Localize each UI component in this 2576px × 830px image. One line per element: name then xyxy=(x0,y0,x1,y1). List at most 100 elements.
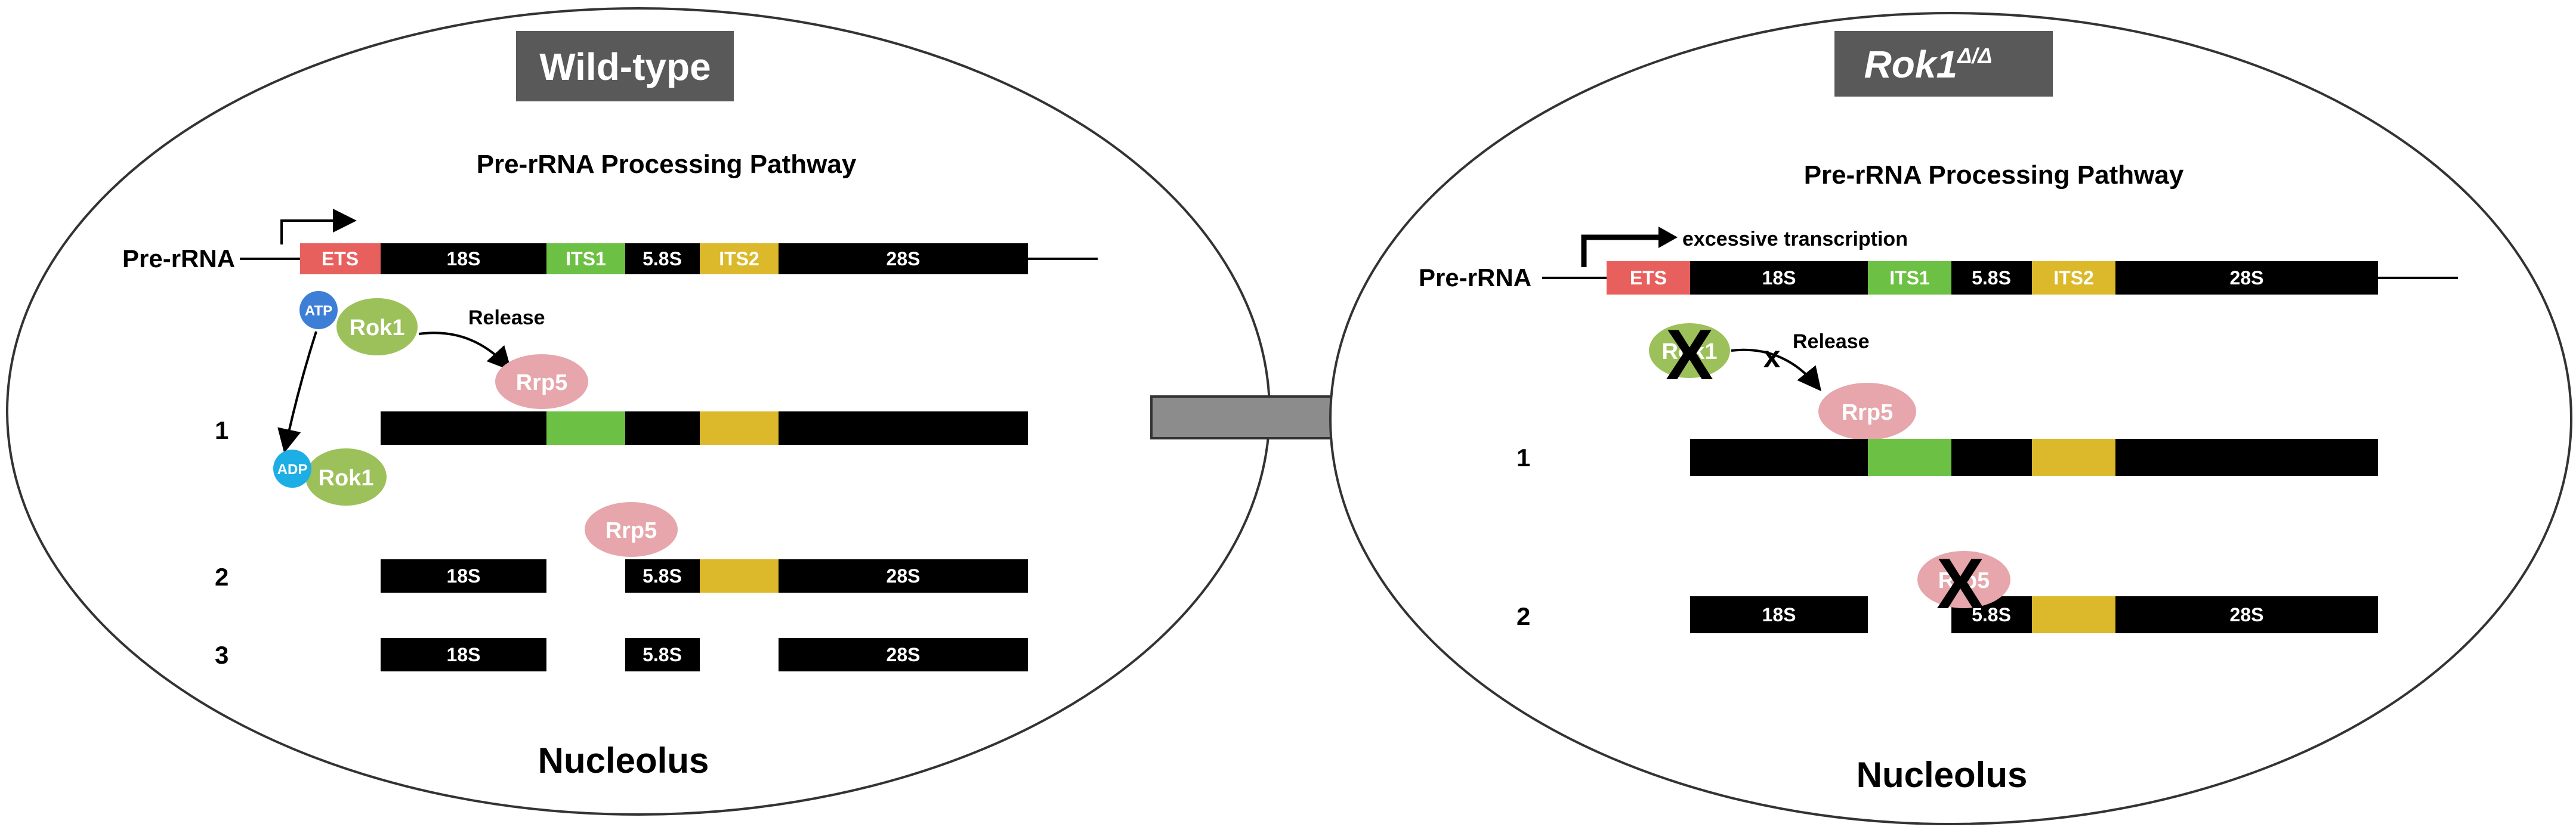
left-step2-28s xyxy=(779,559,1028,593)
left-step2-18s xyxy=(381,559,546,593)
right-58s-label: 5.8S xyxy=(1972,267,2011,289)
right-promoter-arrow xyxy=(1581,234,1658,267)
left-mature-rnas: 18S 5.8S 28S xyxy=(381,638,1028,671)
left-ets-segment xyxy=(300,243,381,274)
left-mature-28s xyxy=(779,638,1028,671)
right-step2-58s-label: 5.8S xyxy=(1972,604,2011,625)
right-58s-segment xyxy=(1951,261,2032,295)
right-nucleolus-label: Nucleolus xyxy=(1857,755,2028,795)
left-its1-label: ITS1 xyxy=(566,248,606,270)
left-step2-58s xyxy=(625,559,700,593)
left-rrp5-released-protein xyxy=(495,354,588,409)
right-its1-label: ITS1 xyxy=(1889,267,1930,289)
left-rrp5-bound-protein xyxy=(585,502,678,557)
left-mature-18s-label: 18S xyxy=(447,644,481,665)
right-pathway-heading: Pre-rRNA Processing Pathway xyxy=(1804,160,2184,190)
left-adp-molecule xyxy=(273,450,311,488)
left-its2-segment xyxy=(700,243,779,274)
right-rok1-deletion-mark: X xyxy=(1666,315,1713,395)
left-rok1-atp-protein xyxy=(336,298,418,355)
right-intermediate-1 xyxy=(1690,439,2378,476)
left-intermediate-2: 18S 5.8S 28S xyxy=(381,559,1028,593)
right-its2-label: ITS2 xyxy=(2053,267,2094,289)
mutant-badge xyxy=(1834,31,2053,97)
mutant-badge-superscript: Δ/Δ xyxy=(1956,44,1992,68)
left-step-2-label: 2 xyxy=(215,563,228,591)
left-mature-18s xyxy=(381,638,546,671)
right-step2-18s-label: 18S xyxy=(1762,604,1796,625)
wild-type-badge xyxy=(516,31,734,101)
right-step1-its2 xyxy=(2032,439,2115,476)
right-release-blocked-mark: x xyxy=(1763,340,1781,374)
left-hydrolysis-arrow xyxy=(277,331,317,453)
left-intermediate-1 xyxy=(381,411,1028,445)
right-prerna-transcript: ETS 18S ITS1 5.8S ITS2 28S xyxy=(1607,261,2378,295)
right-cell-outline xyxy=(1329,12,2572,825)
right-rrp5-deletion-mark: X xyxy=(1936,544,1984,624)
right-step2-18s xyxy=(1690,596,1868,633)
left-rrp5-released-label: Rrp5 xyxy=(516,370,568,395)
right-18s-label: 18S xyxy=(1762,267,1796,289)
right-rrp5-released-protein xyxy=(1818,383,1916,440)
left-step1-58s xyxy=(625,411,700,445)
right-release-arrow xyxy=(1731,348,1822,392)
left-atp-molecule xyxy=(299,291,338,329)
right-step2-its2 xyxy=(2032,596,2115,633)
right-step1-18s xyxy=(1690,439,1868,476)
left-28s-segment xyxy=(779,243,1028,274)
left-atp-label: ATP xyxy=(305,303,332,319)
right-ets-label: ETS xyxy=(1630,267,1667,289)
left-rok1-adp-protein xyxy=(305,448,387,506)
left-step1-28s xyxy=(779,411,1028,445)
left-nucleolus-label: Nucleolus xyxy=(538,741,709,781)
left-prerna-transcript: ETS 18S ITS1 5.8S ITS2 28S xyxy=(300,243,1028,274)
left-step2-58s-label: 5.8S xyxy=(643,565,682,587)
rok1-mutant-panel: Rok1Δ/Δ Pre-rRNA Processing Pathway exce… xyxy=(1329,12,2572,825)
right-28s-label: 28S xyxy=(2230,267,2264,289)
right-rok1-deleted-protein xyxy=(1649,323,1730,378)
right-ets-segment xyxy=(1607,261,1690,295)
left-step1-18s xyxy=(381,411,546,445)
right-step1-58s xyxy=(1951,439,2032,476)
right-prerna-label: Pre-rRNA xyxy=(1419,264,1531,292)
right-step2-28s xyxy=(2115,596,2378,633)
left-mature-28s-label: 28S xyxy=(887,644,921,665)
right-rrp5-deleted-label: Rrp5 xyxy=(1938,568,1990,593)
right-its2-segment xyxy=(2032,261,2115,295)
right-18s-segment xyxy=(1690,261,1868,295)
left-rrp5-bound-label: Rrp5 xyxy=(606,518,657,543)
left-rok1-adp-label: Rok1 xyxy=(319,466,374,491)
left-58s-label: 5.8S xyxy=(643,248,682,270)
left-18s-segment xyxy=(381,243,546,274)
right-release-label: Release xyxy=(1793,330,1870,353)
left-pathway-heading: Pre-rRNA Processing Pathway xyxy=(477,150,857,179)
left-adp-label: ADP xyxy=(277,462,308,478)
right-step-2-label: 2 xyxy=(1516,602,1530,630)
left-step1-its2 xyxy=(700,411,779,445)
left-mature-58s xyxy=(625,638,700,671)
wild-type-panel: Wild-type Pre-rRNA Processing Pathway Pr… xyxy=(6,7,1271,816)
left-step-3-label: 3 xyxy=(215,641,228,669)
right-rok1-deleted-label: Rok1 xyxy=(1662,339,1718,364)
left-its1-segment xyxy=(546,243,625,274)
left-release-label: Release xyxy=(468,306,545,329)
right-rrp5-deleted-protein xyxy=(1917,551,2010,608)
right-28s-segment xyxy=(2115,261,2378,295)
mutant-badge-main: Rok1 xyxy=(1864,43,1958,86)
right-intermediate-2: 18S 5.8S 28S xyxy=(1690,596,2378,633)
left-step1-its1 xyxy=(546,411,625,445)
left-step-1-label: 1 xyxy=(215,416,228,444)
right-step1-its1 xyxy=(1868,439,1951,476)
left-step2-28s-label: 28S xyxy=(887,565,921,587)
wild-type-badge-label: Wild-type xyxy=(539,45,711,88)
left-prerna-label: Pre-rRNA xyxy=(122,244,235,272)
left-mature-58s-label: 5.8S xyxy=(643,644,682,665)
left-ets-label: ETS xyxy=(322,248,359,270)
left-rok1-atp-label: Rok1 xyxy=(350,315,405,340)
right-its1-segment xyxy=(1868,261,1951,295)
right-step1-28s xyxy=(2115,439,2378,476)
left-18s-label: 18S xyxy=(447,248,481,270)
mutant-badge-label: Rok1Δ/Δ xyxy=(1864,43,1993,86)
left-step2-18s-label: 18S xyxy=(447,565,481,587)
